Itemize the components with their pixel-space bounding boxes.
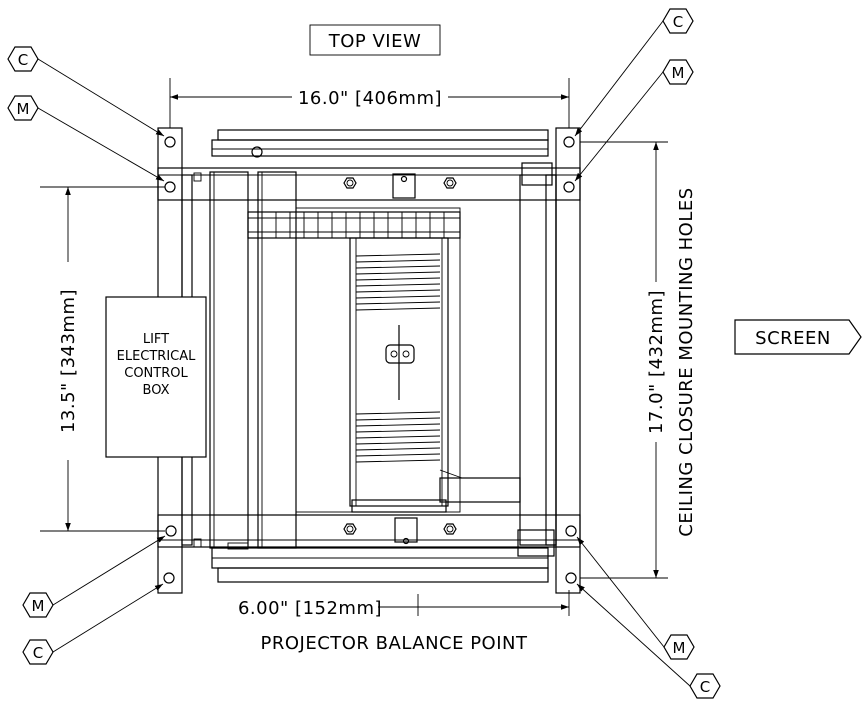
dimension-balance-offset-label: 6.00" [152mm] bbox=[238, 598, 382, 619]
bottom-plate bbox=[217, 567, 549, 583]
svg-text:M: M bbox=[32, 597, 45, 615]
svg-text:M: M bbox=[17, 100, 30, 118]
hole-bottom-right-m bbox=[565, 525, 577, 537]
mounting-holes-label: CEILING CLOSURE MOUNTING HOLES bbox=[676, 187, 697, 536]
control-box-line-3: CONTROL bbox=[124, 366, 188, 381]
dimension-mounting-span-label: 17.0" [432mm] bbox=[646, 290, 667, 434]
callout-c-top-left: C bbox=[7, 46, 165, 137]
control-box-line-4: BOX bbox=[143, 383, 170, 398]
lower-cable-coil bbox=[355, 411, 441, 463]
control-box-line-2: ELECTRICAL bbox=[117, 349, 197, 364]
svg-text:C: C bbox=[700, 678, 710, 696]
callout-m-bottom-right: M bbox=[576, 536, 695, 660]
top-cross-bar bbox=[157, 167, 581, 201]
callout-m-top-right: M bbox=[574, 59, 694, 182]
hole-top-left-c bbox=[164, 136, 176, 148]
hole-bottom-left-c bbox=[163, 572, 175, 584]
svg-text:C: C bbox=[18, 51, 28, 69]
screen-indicator: SCREEN bbox=[734, 319, 862, 355]
balance-point-label: PROJECTOR BALANCE POINT bbox=[260, 633, 528, 654]
bottom-cross-bar bbox=[157, 514, 581, 548]
top-plate bbox=[217, 129, 549, 141]
dimension-width: 16.0" [406mm] bbox=[169, 78, 570, 128]
left-channel bbox=[209, 171, 249, 549]
dimension-depth: 13.5" [343mm] bbox=[40, 186, 165, 532]
callout-c-top-right: C bbox=[574, 8, 694, 137]
hole-top-right-m bbox=[563, 181, 575, 193]
control-box-line-1: LIFT bbox=[143, 332, 169, 347]
upper-cable-coil bbox=[355, 253, 441, 311]
hole-bottom-left-m bbox=[165, 525, 177, 537]
winch-drum bbox=[349, 237, 449, 513]
hole-bottom-right-c bbox=[565, 572, 577, 584]
control-box: LIFT ELECTRICAL CONTROL BOX bbox=[105, 296, 207, 458]
hole-top-right-c bbox=[563, 136, 575, 148]
right-channel bbox=[519, 174, 557, 546]
dimension-balance-point: 6.00" [152mm] PROJECTOR BALANCE POINT bbox=[238, 590, 570, 654]
dimension-mounting-span: 17.0" [432mm] CEILING CLOSURE MOUNTING H… bbox=[580, 141, 697, 579]
dimension-depth-label: 13.5" [343mm] bbox=[58, 289, 79, 433]
right-outer-rail bbox=[555, 127, 581, 594]
right-inner-rail bbox=[545, 174, 557, 546]
callout-m-bottom-left: M bbox=[22, 535, 166, 618]
svg-text:C: C bbox=[33, 644, 43, 662]
lift-frame bbox=[157, 127, 581, 594]
svg-text:M: M bbox=[673, 639, 686, 657]
title-box: TOP VIEW bbox=[309, 24, 441, 56]
callout-m-top-left: M bbox=[7, 95, 165, 182]
title-text: TOP VIEW bbox=[328, 31, 422, 52]
callout-c-bottom-right: C bbox=[576, 583, 721, 699]
callout-c-bottom-left: C bbox=[22, 583, 164, 665]
mounting-holes bbox=[163, 136, 577, 584]
svg-text:M: M bbox=[672, 64, 685, 82]
hole-top-left-m bbox=[164, 181, 176, 193]
dimension-width-label: 16.0" [406mm] bbox=[298, 88, 442, 109]
svg-text:C: C bbox=[673, 13, 683, 31]
side-arm bbox=[439, 469, 521, 503]
screen-label: SCREEN bbox=[755, 328, 831, 349]
chain-drive bbox=[247, 211, 461, 239]
